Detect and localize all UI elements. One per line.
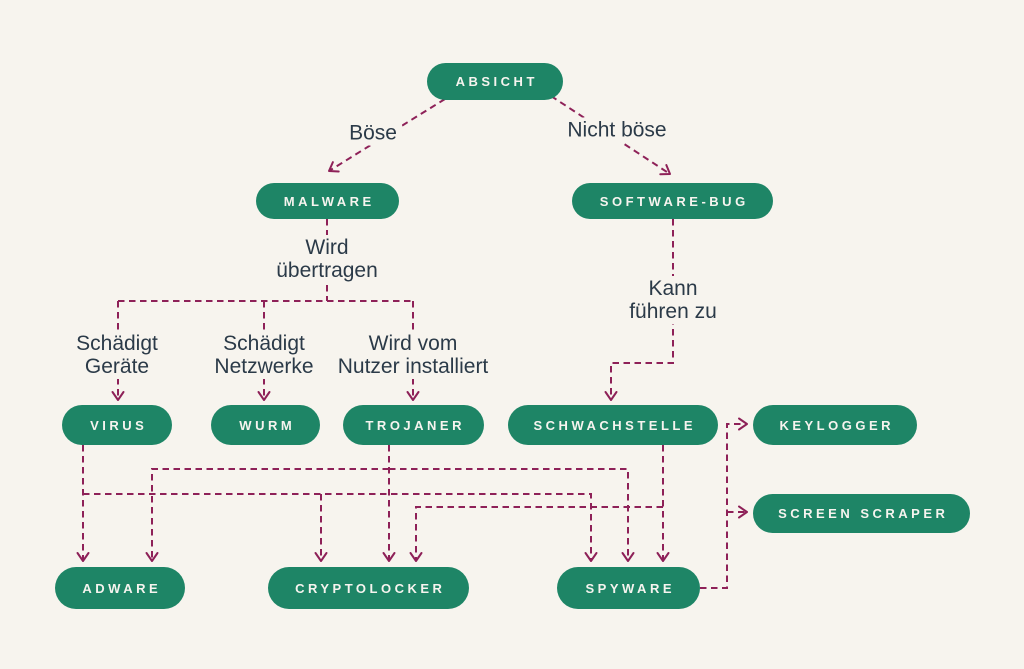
edge-label-nicht-boese: Nicht böse: [562, 117, 672, 143]
arrowhead-spyware: [656, 552, 670, 562]
edge-label-boese: Böse: [344, 120, 402, 146]
arrowhead-spyware: [621, 552, 635, 562]
node-adware: ADWARE: [55, 567, 185, 609]
arrowhead-cryptolocker: [409, 552, 423, 562]
node-cryptolocker: CRYPTOLOCKER: [268, 567, 469, 609]
arrowhead-screen-scraper: [738, 505, 748, 519]
arrowhead-adware: [145, 552, 159, 562]
edge-trojaner-to-adware: [151, 468, 389, 561]
node-malware: MALWARE: [256, 183, 399, 219]
arrowhead-wurm: [257, 391, 271, 401]
edge-virus-to-spyware: [83, 493, 592, 561]
node-software-bug: SOFTWARE-BUG: [572, 183, 773, 219]
arrowhead-schwachstelle: [604, 391, 618, 401]
edge-trojaner-to-spyware: [389, 468, 629, 561]
node-schwachstelle: SCHWACHSTELLE: [508, 405, 718, 445]
arrowhead-malware: [328, 161, 340, 173]
edge-spyware-to-keylogger: [700, 423, 747, 589]
arrowhead-keylogger: [738, 417, 748, 431]
node-spyware: SPYWARE: [557, 567, 700, 609]
edge-schwachstelle-to-cryptolocker: [415, 506, 663, 561]
arrowhead-cryptolocker: [382, 552, 396, 562]
arrowhead-adware: [76, 552, 90, 562]
node-absicht: ABSICHT: [427, 63, 563, 100]
arrowhead-virus: [111, 391, 125, 401]
node-screen-scraper: SCREEN SCRAPER: [753, 494, 970, 533]
arrowhead-cryptolocker: [314, 552, 328, 562]
node-keylogger: KEYLOGGER: [753, 405, 917, 445]
arrowhead-spyware: [584, 552, 598, 562]
arrowhead-trojaner: [406, 391, 420, 401]
node-trojaner: TROJANER: [343, 405, 484, 445]
node-virus: VIRUS: [62, 405, 172, 445]
arrowhead-software-bug: [659, 164, 671, 176]
node-wurm: WURM: [211, 405, 320, 445]
